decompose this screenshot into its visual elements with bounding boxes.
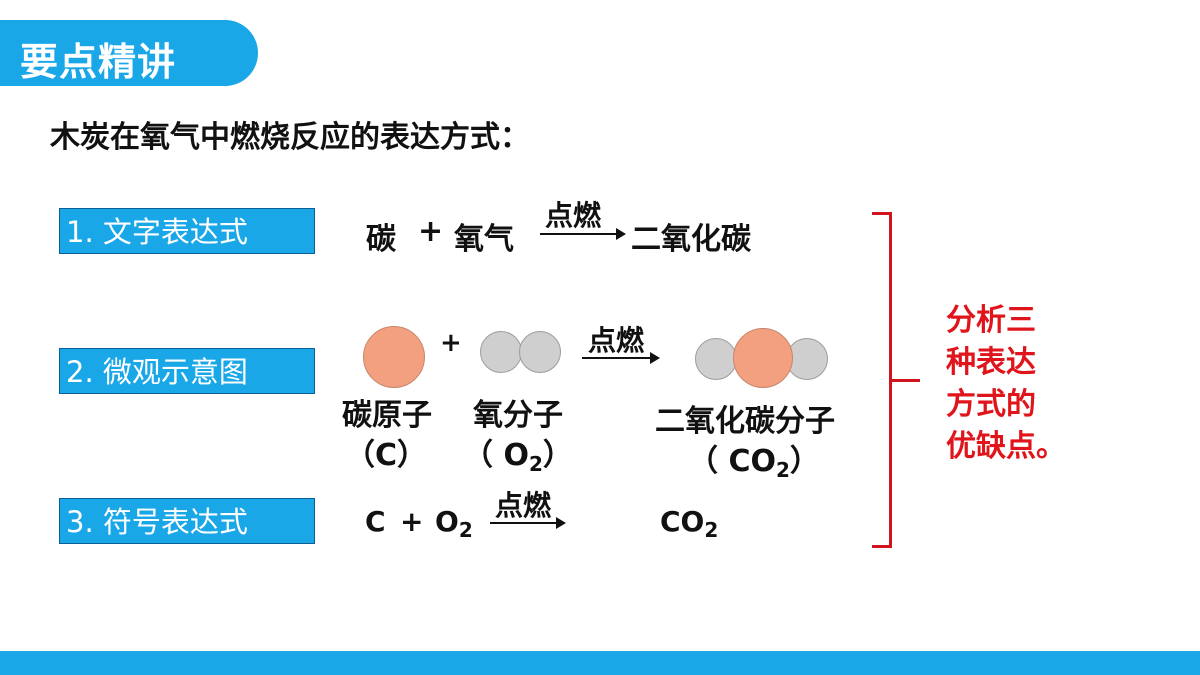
symbol-arrow-icon xyxy=(490,517,566,529)
label-symbol-equation: 3. 符号表达式 xyxy=(59,498,315,544)
co2-oxygen-right-icon xyxy=(786,338,828,380)
micro-plus: + xyxy=(440,328,462,358)
carbon-atom-label: 碳原子 xyxy=(342,398,432,433)
symbol-condition: 点燃 xyxy=(495,489,552,522)
analysis-line: 种表达 xyxy=(946,345,1036,380)
co2-molecule-label: 二氧化碳分子 xyxy=(655,404,835,439)
oxygen-atom-right-icon xyxy=(519,331,561,373)
co2-carbon-icon xyxy=(733,328,793,388)
right-bracket-icon xyxy=(872,212,892,548)
co2-molecule-formula: （ CO2） xyxy=(688,444,820,482)
word-reactant-carbon: 碳 xyxy=(366,222,396,257)
carbon-atom-icon xyxy=(363,326,425,388)
word-condition: 点燃 xyxy=(545,199,602,232)
oxygen-molecule-formula: （ O2） xyxy=(463,438,573,476)
bracket-tick xyxy=(892,379,920,382)
oxygen-atom-left-icon xyxy=(480,331,522,373)
analysis-line: 分析三 xyxy=(946,303,1036,338)
symbol-co2: CO2 xyxy=(660,505,719,542)
micro-condition: 点燃 xyxy=(588,324,645,357)
carbon-atom-formula: （C） xyxy=(345,438,428,473)
word-plus: + xyxy=(418,214,444,249)
micro-arrow-icon xyxy=(582,352,660,364)
symbol-plus: + xyxy=(400,505,424,538)
co2-oxygen-left-icon xyxy=(695,338,737,380)
footer-bar xyxy=(0,651,1200,675)
word-product: 二氧化碳 xyxy=(631,222,751,257)
analysis-line: 优缺点。 xyxy=(946,429,1066,464)
label-micro-diagram: 2. 微观示意图 xyxy=(59,348,315,394)
header-tab xyxy=(0,20,258,86)
page-title: 要点精讲 xyxy=(20,40,177,84)
symbol-c: C xyxy=(365,505,386,538)
analysis-text: 分析三 种表达 方式的 优缺点。 xyxy=(946,300,1076,468)
label-word-equation: 1. 文字表达式 xyxy=(59,208,315,254)
word-arrow-icon xyxy=(540,228,626,240)
analysis-line: 方式的 xyxy=(946,387,1036,422)
symbol-o2: O2 xyxy=(435,505,473,542)
intro-text: 木炭在氧气中燃烧反应的表达方式： xyxy=(50,120,530,155)
word-reactant-oxygen: 氧气 xyxy=(454,222,514,257)
oxygen-molecule-label: 氧分子 xyxy=(473,398,563,433)
